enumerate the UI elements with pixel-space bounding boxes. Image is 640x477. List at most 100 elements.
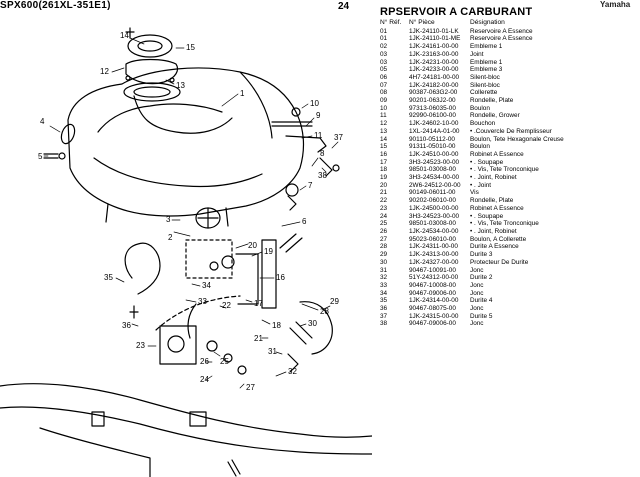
callout-5: 5 xyxy=(38,152,43,161)
parts-list-panel: RPSERVOIR A CARBURANT N° Réf. N° Pièce D… xyxy=(378,6,640,328)
part-number: 1JK-24233-00-00 xyxy=(409,66,459,74)
part-designation: Robinet A Essence xyxy=(470,150,524,158)
callout-26: 26 xyxy=(200,357,209,366)
part-designation: Reservoire A Essence xyxy=(470,35,533,43)
part-number: 90201-063J2-00 xyxy=(409,97,456,105)
table-row: 35 1JK-24314-00-00 Durite 4 xyxy=(378,297,565,305)
part-designation: Rondelle, Grower xyxy=(470,112,520,120)
part-ref-number: 01 xyxy=(380,27,388,35)
part-number: 90110-05112-00 xyxy=(409,135,455,143)
part-number: 91311-05010-00 xyxy=(409,143,456,151)
part-number: 1JK-24500-00-00 xyxy=(409,204,459,212)
callout-18: 18 xyxy=(272,321,281,330)
exploded-view-diagram: 1 2 3 4 5 6 7 8 9 10 11 12 13 14 15 16 1… xyxy=(0,8,372,477)
part-ref-number: 24 xyxy=(380,212,388,220)
fuel-tank-drawing xyxy=(67,67,305,229)
part-designation: Reservoire A Essence xyxy=(470,27,533,35)
part-number: 1JK-24314-00-00 xyxy=(409,297,459,305)
part-number: 1JK-24315-00-00 xyxy=(409,312,459,320)
callout-10: 10 xyxy=(310,99,319,108)
frame-drawing xyxy=(0,383,372,477)
part-number: 1XL-2414A-01-00 xyxy=(409,127,460,135)
part-ref-number: 37 xyxy=(380,312,388,320)
part-number: 97313-06035-00 xyxy=(409,104,456,112)
part-ref-number: 30 xyxy=(380,258,388,266)
part-designation: Bouchon xyxy=(470,120,496,128)
column-ref: N° Réf. xyxy=(380,19,402,26)
part-designation: Jonc xyxy=(470,281,484,289)
part-designation: Boulon, A Collerette xyxy=(470,235,527,243)
part-number: 98501-03008-00 xyxy=(409,166,456,174)
callout-4: 4 xyxy=(40,117,45,126)
part-ref-number: 33 xyxy=(380,281,388,289)
part-number: 90387-063G2-00 xyxy=(409,89,458,97)
part-ref-number: 13 xyxy=(380,127,388,135)
part-designation: Boulon xyxy=(470,104,490,112)
callout-labels: 1 2 3 4 5 6 7 8 9 10 11 12 13 14 15 16 1… xyxy=(38,31,343,392)
part-ref-number: 11 xyxy=(380,112,387,120)
part-designation: • . Joint, Robinet xyxy=(470,174,517,182)
parts-list-title: RPSERVOIR A CARBURANT xyxy=(380,6,533,18)
callout-22: 22 xyxy=(222,301,231,310)
part-number: 1JK-24110-01-ME xyxy=(409,35,461,43)
part-designation: Boulon xyxy=(470,143,490,151)
part-ref-number: 12 xyxy=(380,120,388,128)
part-designation: Silent-bloc xyxy=(470,81,500,89)
part-designation: • . Vis, Tete Tronconique xyxy=(470,166,539,174)
part-number: 92990-06100-00 xyxy=(409,112,456,120)
column-designation: Désignation xyxy=(470,19,505,26)
part-ref-number: 28 xyxy=(380,243,388,251)
callout-3: 3 xyxy=(166,215,171,224)
leader-lines xyxy=(43,37,339,389)
callout-37: 37 xyxy=(334,133,343,142)
part-designation: Durite A Essence xyxy=(470,243,519,251)
part-ref-number: 06 xyxy=(380,73,388,81)
part-designation: Jonc xyxy=(470,305,484,313)
callout-2: 2 xyxy=(168,233,173,242)
part-number: 51Y-24312-00-00 xyxy=(409,274,459,282)
part-number: 90467-10091-00 xyxy=(409,266,456,274)
part-ref-number: 38 xyxy=(380,320,388,328)
corner-label: Yamaha xyxy=(600,0,631,9)
table-row: 18 98501-03008-00 • . Vis, Tete Tronconiqu… xyxy=(378,166,565,174)
callout-27: 27 xyxy=(246,383,255,392)
part-number: 90467-08075-00 xyxy=(409,305,456,313)
part-ref-number: 02 xyxy=(380,43,388,51)
part-designation: Boulon, Tete Hexagonale Creuse xyxy=(470,135,564,143)
callout-6: 6 xyxy=(302,217,307,226)
part-number: 95023-06010-00 xyxy=(409,235,456,243)
part-ref-number: 35 xyxy=(380,297,388,305)
callout-8: 8 xyxy=(320,149,325,158)
part-ref-number: 18 xyxy=(380,166,388,174)
part-number: 98501-03008-00 xyxy=(409,220,456,228)
callout-36: 36 xyxy=(122,321,131,330)
callout-15: 15 xyxy=(186,43,195,52)
callout-29: 29 xyxy=(330,297,339,306)
part-ref-number: 08 xyxy=(380,89,388,97)
part-designation: Jonc xyxy=(470,266,484,274)
part-designation: Silent-bloc xyxy=(470,73,500,81)
part-designation: Jonc xyxy=(470,289,484,297)
part-designation: Joint xyxy=(470,50,484,58)
part-number: 1JK-24161-00-00 xyxy=(409,43,459,51)
part-number: 1JK-24313-00-00 xyxy=(409,251,459,259)
part-ref-number: 22 xyxy=(380,197,388,205)
part-designation: Protecteur De Durite xyxy=(470,258,529,266)
part-number: 1JK-24231-00-00 xyxy=(409,58,459,66)
part-ref-number: 29 xyxy=(380,251,388,259)
part-ref-number: 23 xyxy=(380,204,388,212)
part-ref-number: 03 xyxy=(380,58,388,66)
petcock-and-hose-drawing xyxy=(124,233,333,375)
callout-31: 31 xyxy=(268,347,277,356)
part-ref-number: 05 xyxy=(380,66,388,74)
part-designation: Durite 4 xyxy=(470,297,493,305)
part-number: 1JK-24311-00-00 xyxy=(409,243,458,251)
